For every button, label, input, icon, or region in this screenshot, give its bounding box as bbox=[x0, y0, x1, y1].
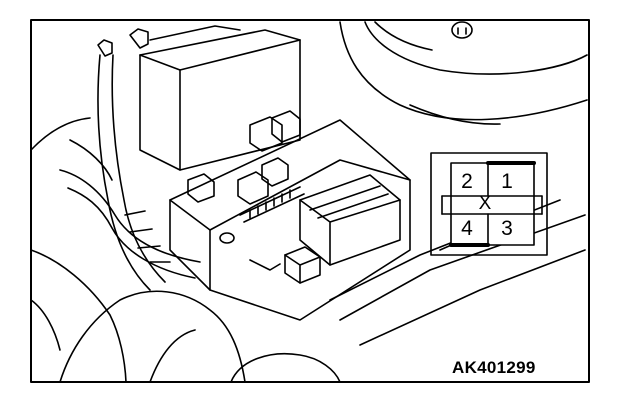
pin-2-label: 2 bbox=[461, 170, 473, 193]
fuse-relay-box bbox=[169, 110, 586, 346]
connector-diagram bbox=[430, 152, 548, 256]
wiring-harness bbox=[30, 54, 201, 291]
lower-components bbox=[30, 249, 341, 383]
figure-code: AK401299 bbox=[452, 358, 536, 377]
connector-center-mark: X bbox=[478, 193, 492, 214]
battery bbox=[97, 25, 301, 171]
pin-3-label: 3 bbox=[501, 217, 513, 240]
pin-1-label: 1 bbox=[501, 170, 513, 193]
air-cleaner-housing bbox=[339, 21, 588, 125]
pin-4-label: 4 bbox=[461, 217, 473, 240]
